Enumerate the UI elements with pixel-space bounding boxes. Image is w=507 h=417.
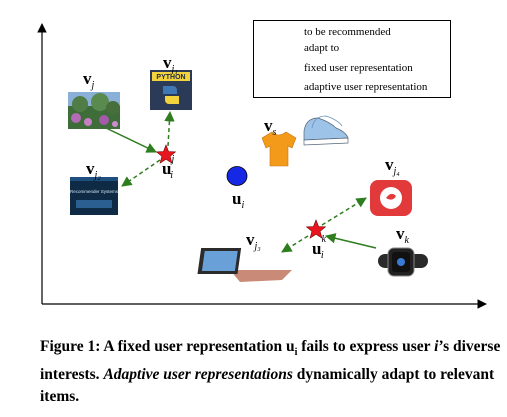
figure-caption: Figure 1: A fixed user representation ui… [40,336,502,408]
legend-fixed-label: fixed user representation [304,62,413,74]
legend: to be recommended adapt to fixed user re… [253,20,451,98]
caption-ivar: i [434,338,439,355]
caption-italic: Adaptive user representations [103,366,293,384]
label-vj1: vj₁ [163,53,178,76]
caption-prefix: Figure 1: A fixed user representation u [40,338,295,355]
python-book-title: PYTHON [156,74,185,81]
arrow-vj-to-uij [105,127,157,153]
item-vs-shirt [261,131,297,167]
item-vj4-red-app [370,180,412,216]
item-vj1-python-book: PYTHON [150,70,192,110]
recsys-book-title: Recommender Systems [70,189,119,194]
label-vj2: vj₂ [86,159,101,182]
item-vj3-tablet [197,248,292,282]
caption-mid1: fails to express user [297,338,435,355]
item-vj-image [68,92,120,129]
label-vj4: vj₄ [385,155,400,178]
caption-mid2: ’s diverse interests. [40,338,501,384]
item-vj2-recsys-book: Recommender Systems [70,177,119,215]
legend-adapt-label: adapt to [304,42,340,54]
star-uik [305,219,327,239]
label-vs: vs [264,116,277,139]
figure-canvas: PYTHON Recommender Systems [37,23,487,309]
arrows [105,110,377,253]
label-vj: vj [83,69,95,92]
item-vk-watch [378,247,428,277]
axes [37,23,487,309]
legend-recommended-label: to be recommended [304,26,391,38]
label-vk: vk [396,224,409,247]
arrow-uik-to-vj3 [281,235,309,253]
label-uij: uji [162,153,175,182]
label-vj3: vj₃ [246,230,261,253]
arrow-uik-to-vj4 [321,197,367,226]
label-ui: ui [232,189,245,212]
arrow-uij-to-vj1 [164,110,175,147]
item-sneakers [303,115,349,146]
arrow-uij-to-vj2 [121,159,161,187]
fixed-user-dot [226,166,248,186]
arrow-vk-to-uik [324,233,377,249]
caption-suffix: dynamically adapt to relevant items. [40,366,495,406]
legend-adaptive-label: adaptive user representation [304,81,428,93]
star-uij [155,144,177,164]
caption-sub: i [294,347,298,359]
label-uik: uki [312,233,326,262]
